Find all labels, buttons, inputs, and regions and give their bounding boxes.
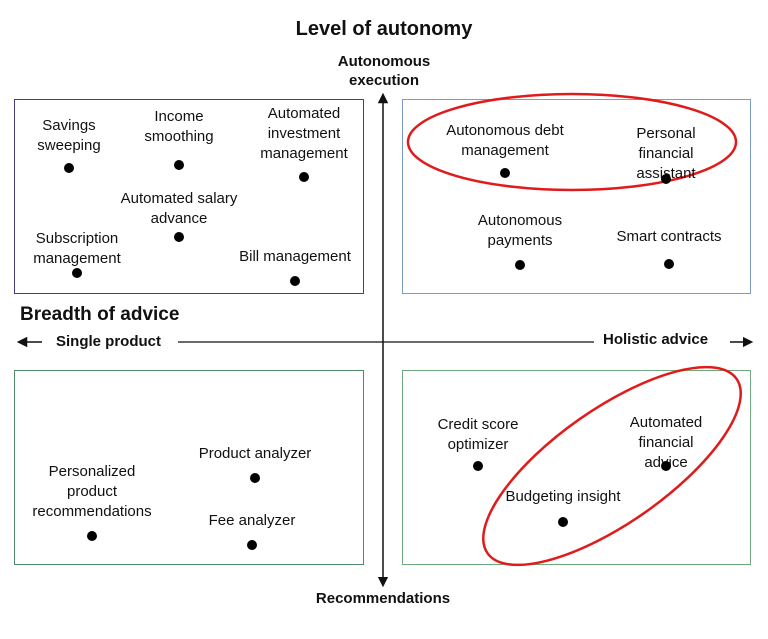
quadrant-top-right [402,99,751,294]
item-dot-autonomous-debt [500,168,510,178]
item-label-automated-investment: Automated investment management [260,105,348,162]
quadrant-bottom-right [402,370,751,565]
axis-label-bottom: Recommendations [315,590,451,607]
horizontal-axis-title: Breadth of advice [20,304,180,325]
item-dot-savings-sweeping [64,163,74,173]
highlight-ellipse-bottom [482,365,742,567]
item-label-credit-score-optimizer: Credit score optimizer [437,416,519,453]
item-label-personalized-recommendations: Personalized product recommendations [32,463,152,520]
item-label-income-smoothing: Income smoothing [144,108,214,145]
item-dot-automated-financial-advice [661,461,671,471]
item-label-smart-contracts: Smart contracts [616,228,722,245]
axis-label-top-text: Autonomous execution [337,53,431,89]
item-label-autonomous-debt: Autonomous debt management [446,122,564,159]
item-dot-credit-score-optimizer [473,461,483,471]
axis-label-holistic-advice: Holistic advice [600,331,712,348]
item-label-product-analyzer: Product analyzer [198,445,312,462]
item-label-autonomous-payments: Autonomous payments [477,212,563,249]
item-dot-smart-contracts [664,259,674,269]
item-label-savings-sweeping: Savings sweeping [37,117,101,154]
quadrant-bottom-left [14,370,364,565]
item-dot-salary-advance [174,232,184,242]
item-label-personal-assistant: Personal financial assistant [636,125,696,182]
item-dot-fee-analyzer [247,540,257,550]
item-label-budgeting-insight: Budgeting insight [505,488,621,505]
item-dot-personal-assistant [661,174,671,184]
item-dot-bill-management [290,276,300,286]
item-dot-subscription-management [72,268,82,278]
item-dot-product-analyzer [250,473,260,483]
highlight-ellipse-top [406,92,738,192]
quadrant-top-left [14,99,364,294]
item-dot-automated-investment [299,172,309,182]
item-label-subscription-management: Subscription management [33,230,121,267]
axis-label-top: Autonomous execution [300,52,468,90]
item-dot-autonomous-payments [515,260,525,270]
item-label-fee-analyzer: Fee analyzer [208,512,296,529]
axis-label-single-product: Single product [53,333,164,350]
item-dot-budgeting-insight [558,517,568,527]
item-label-salary-advance: Automated salary advance [120,190,238,227]
item-dot-personalized-recommendations [87,531,97,541]
item-label-automated-financial-advice: Automated financial advice [629,414,703,471]
diagram-title: Level of autonomy [295,18,473,40]
item-dot-income-smoothing [174,160,184,170]
item-label-bill-management: Bill management [239,248,351,265]
